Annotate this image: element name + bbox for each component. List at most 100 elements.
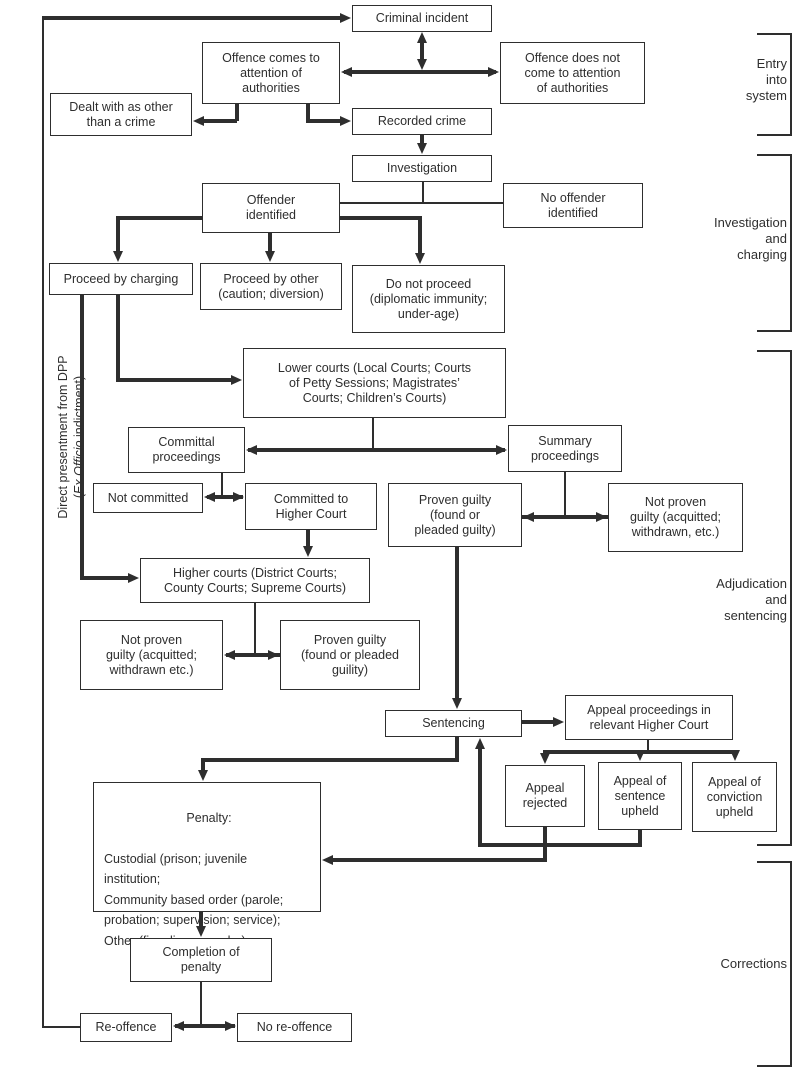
arrowhead-down	[417, 59, 427, 70]
box-summary: Summary proceedings	[508, 425, 622, 472]
connector-line-bold	[207, 495, 243, 499]
connector-line-bold	[420, 135, 424, 145]
section-bracket	[757, 134, 792, 136]
connector-line	[42, 17, 44, 1028]
arrowhead-right	[596, 512, 607, 522]
arrowhead-down	[198, 770, 208, 781]
connector-line-bold	[116, 378, 232, 382]
arrowhead-down	[415, 253, 425, 264]
arrowhead-left	[173, 1021, 184, 1031]
box-do-not-proceed: Do not proceed (diplomatic immunity; und…	[352, 265, 505, 333]
box-appeal-conviction: Appeal of conviction upheld	[692, 762, 777, 832]
connector-line-bold	[420, 36, 424, 62]
connector-line-bold	[235, 104, 239, 121]
section-label-investigation-and-charging: Investigation and charging	[714, 215, 787, 262]
box-completion: Completion of penalty	[130, 938, 272, 982]
section-bracket	[790, 33, 792, 136]
section-label-adjudication-and-sentencing: Adjudication and sentencing	[716, 576, 787, 623]
arrowhead-right	[553, 717, 564, 727]
box-offender-identified: Offender identified	[202, 183, 340, 233]
connector-line-bold	[116, 216, 202, 220]
box-re-offence: Re-offence	[80, 1013, 172, 1042]
arrowhead-right	[231, 375, 242, 385]
arrowhead-right	[496, 445, 507, 455]
connector-line-bold	[344, 70, 496, 74]
arrowhead-up	[475, 738, 485, 749]
connector-line	[422, 181, 424, 203]
arrowhead-down	[635, 750, 645, 761]
arrowhead-left	[322, 855, 333, 865]
box-appeal-proceedings: Appeal proceedings in relevant Higher Co…	[565, 695, 733, 740]
connector-line	[372, 418, 374, 450]
arrowhead-down	[196, 926, 206, 937]
box-proven-higher: Proven guilty (found or pleaded guility)	[280, 620, 420, 690]
box-sentencing: Sentencing	[385, 710, 522, 737]
penalty-body: Custodial (prison; juvenile institution;…	[104, 851, 284, 948]
box-no-re-offence: No re-offence	[237, 1013, 352, 1042]
box-higher-courts: Higher courts (District Courts; County C…	[140, 558, 370, 603]
section-bracket	[757, 330, 792, 332]
connector-line	[42, 1026, 80, 1028]
arrowhead-down	[540, 753, 550, 764]
connector-line-bold	[418, 216, 422, 254]
section-bracket	[757, 861, 792, 863]
box-proceed-other: Proceed by other (caution; diversion)	[200, 263, 342, 310]
connector-line	[200, 982, 202, 1026]
connector-line-bold	[340, 216, 422, 220]
box-recorded-crime: Recorded crime	[352, 108, 492, 135]
dpp-line2: (Ex Officio indictment)	[72, 375, 86, 499]
arrowhead-right	[340, 116, 351, 126]
arrowhead-right	[233, 492, 244, 502]
section-bracket	[790, 861, 792, 1067]
section-bracket	[757, 350, 792, 352]
arrowhead-down	[113, 251, 123, 262]
arrowhead-left	[523, 512, 534, 522]
connector-line-bold	[638, 830, 642, 847]
arrowhead-left	[224, 650, 235, 660]
connector-line	[254, 603, 256, 655]
section-bracket	[790, 350, 792, 846]
penalty-title: Penalty:	[186, 810, 232, 825]
connector-line-bold	[175, 1024, 235, 1028]
arrowhead-left	[193, 116, 204, 126]
box-not-committed: Not committed	[93, 483, 203, 513]
arrowhead-left	[341, 67, 352, 77]
arrowhead-down	[452, 698, 462, 709]
box-investigation: Investigation	[352, 155, 492, 182]
section-bracket	[757, 844, 792, 846]
box-proven-summary: Proven guilty (found or pleaded guilty)	[388, 483, 522, 547]
box-dealt-other: Dealt with as other than a crime	[50, 93, 192, 136]
arrowhead-right	[488, 67, 499, 77]
connector-line-bold	[478, 746, 482, 847]
connector-line-bold	[455, 547, 459, 700]
box-committal: Committal proceedings	[128, 427, 245, 473]
dpp-line1: Direct presentment from DPP	[56, 355, 70, 519]
connector-line-bold	[200, 119, 237, 123]
arrowhead-right	[268, 650, 279, 660]
connector-line-bold	[522, 720, 556, 724]
section-bracket	[757, 1065, 792, 1067]
box-penalty: Penalty: Custodial (prison; juvenile ins…	[93, 782, 321, 948]
arrowhead-down	[303, 546, 313, 557]
box-lower-courts: Lower courts (Local Courts; Courts of Pe…	[243, 348, 506, 418]
arrowhead-left	[246, 445, 257, 455]
arrowhead-left	[204, 492, 215, 502]
arrowhead-right	[340, 13, 351, 23]
section-bracket	[757, 154, 792, 156]
arrowhead-down	[730, 750, 740, 761]
section-label-entry-into-system: Entry into system	[745, 56, 787, 103]
connector-line-bold	[455, 737, 459, 762]
arrowhead-down	[417, 143, 427, 154]
connector-line-bold	[201, 758, 205, 772]
arrowhead-down	[265, 251, 275, 262]
connector-line	[647, 740, 649, 752]
connector-line-bold	[306, 104, 310, 121]
connector-line-bold	[116, 295, 120, 380]
connector-line-bold	[478, 843, 642, 847]
box-offence-no-attention: Offence does not come to attention of au…	[500, 42, 645, 104]
connector-line-bold	[306, 119, 344, 123]
box-offence-attention: Offence comes to attention of authoritie…	[202, 42, 340, 104]
connector-line-bold	[80, 576, 128, 580]
box-committed-higher: Committed to Higher Court	[245, 483, 377, 530]
